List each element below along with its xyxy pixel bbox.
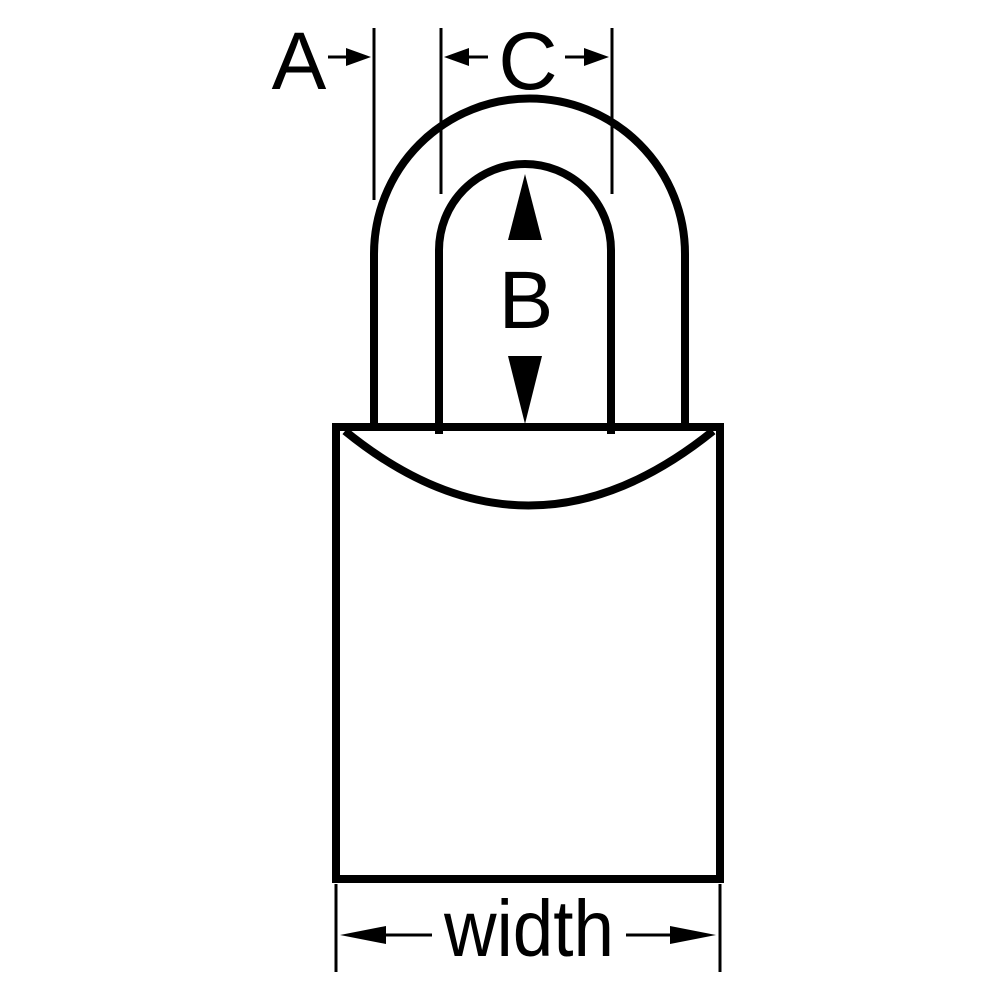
dimension-a-label: A (272, 16, 327, 107)
dimension-c-left-arrowhead (444, 48, 469, 66)
padlock-body (332, 423, 724, 883)
dimension-c-label: C (498, 16, 557, 107)
body-top-curve (342, 427, 716, 510)
dimension-b-top-arrowhead (508, 174, 542, 240)
dimension-a: A (272, 16, 376, 200)
dimension-c: C (439, 16, 614, 194)
dimension-width-label: width (443, 884, 614, 973)
dimension-b-label: B (499, 255, 554, 346)
dimension-b: B (499, 174, 554, 424)
dimension-width-left-arrowhead (340, 926, 386, 944)
shackle-outer-outline (370, 94, 689, 428)
body-outline (332, 423, 724, 883)
padlock-shackle (370, 94, 689, 434)
dimension-c-right-arrowhead (584, 48, 609, 66)
dimension-width-right-arrowhead (670, 926, 716, 944)
shackle-inner-outline (435, 160, 615, 434)
dimension-width: width (334, 884, 722, 973)
dimension-b-bottom-arrowhead (508, 356, 542, 424)
dimension-a-arrowhead (346, 48, 371, 66)
